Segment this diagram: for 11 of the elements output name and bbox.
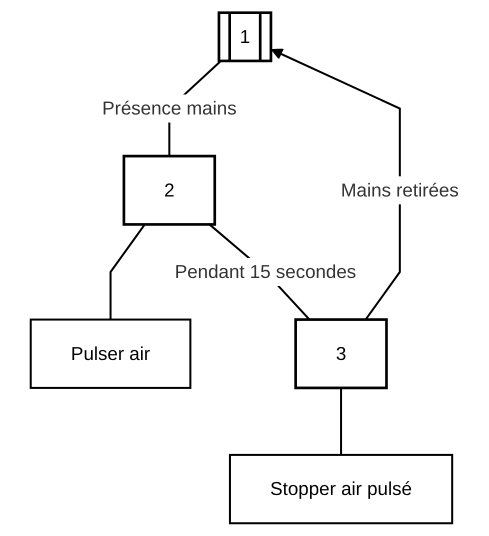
connector-line [340,388,342,455]
step-box: 3 [294,318,388,390]
action-box: Stopper air pulsé [228,454,453,524]
step-box: 1 [217,11,272,62]
step-box: 2 [122,154,216,226]
transition-label: Pendant 15 secondes [174,258,356,286]
transition-label: Présence mains [102,94,236,123]
transition-label: Mains retirées [340,176,458,204]
connector-line [109,224,146,320]
action-box: Pulser air [29,318,192,389]
connector-line [270,48,401,320]
